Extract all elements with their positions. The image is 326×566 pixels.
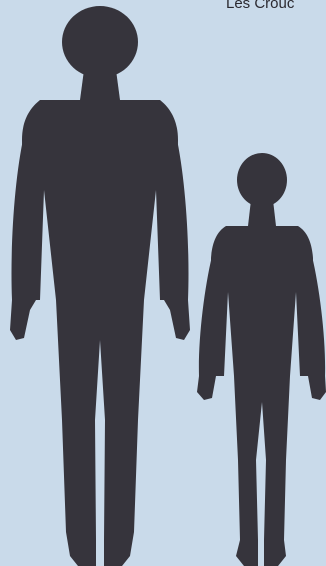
tall-figure — [10, 6, 190, 566]
short-figure — [197, 153, 326, 566]
